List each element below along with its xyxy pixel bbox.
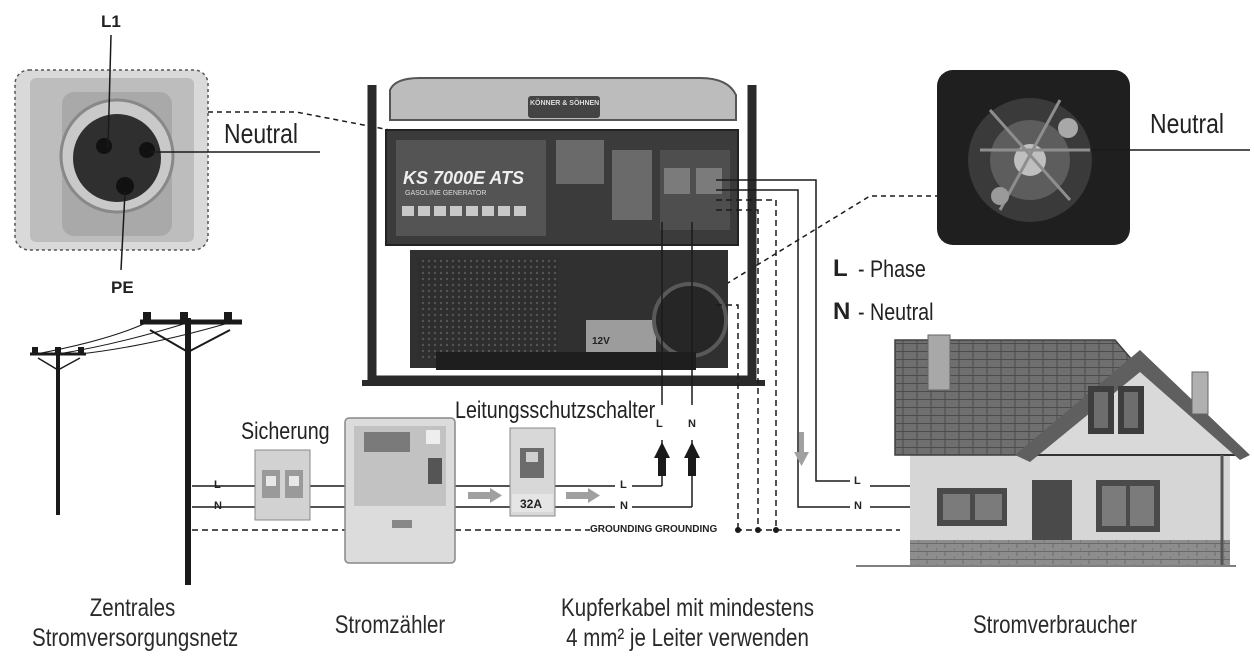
- caption-cable-line1: Kupferkabel mit mindestens: [561, 594, 814, 622]
- generator: [362, 77, 765, 386]
- circuit-breaker: [509, 427, 556, 517]
- motor-photo: [937, 70, 1130, 245]
- grounding-label: GROUNDING GROUNDING: [590, 524, 718, 535]
- generator-subtitle: GASOLINE GENERATOR: [405, 190, 487, 197]
- electricity-meter: [344, 417, 456, 564]
- generator-brand: KÖNNER & SÖHNEN: [530, 100, 600, 107]
- legend-n-key: N: [833, 298, 851, 325]
- line-n-house: N: [854, 500, 862, 512]
- breaker-rating: 32A: [520, 497, 543, 511]
- fuse-box: [254, 449, 311, 521]
- caption-consumer: Stromverbraucher: [972, 611, 1138, 639]
- caption-grid-line1: Zentrales: [89, 594, 176, 622]
- caption-grid: Zentrales Stromversorgungsnetz: [32, 593, 239, 653]
- line-n-mid: N: [620, 500, 628, 512]
- generator-model: KS 7000E ATS: [403, 168, 525, 188]
- flow-arrows: [468, 432, 809, 503]
- line-l-gen: L: [656, 418, 663, 430]
- legend-n-text: - Neutral: [858, 299, 934, 326]
- socket-leader-lines: [107, 34, 320, 271]
- generator-brand-logo: [528, 96, 600, 118]
- line-l-mid: L: [620, 479, 627, 491]
- legend-l-text: - Phase: [858, 256, 926, 283]
- line-n-gen: N: [688, 418, 696, 430]
- caption-grid-line2: Stromversorgungsnetz: [32, 624, 239, 652]
- power-poles: [30, 312, 242, 585]
- line-n-left: N: [214, 500, 222, 512]
- legend-l-key: L: [833, 255, 848, 282]
- grounding-dots: [735, 527, 779, 533]
- socket-photo: [14, 69, 209, 251]
- neutral-right-label: Neutral: [1150, 108, 1225, 139]
- pe-label: PE: [111, 278, 134, 297]
- neutral-left-label: Neutral: [224, 118, 299, 149]
- leitungsschutzschalter-label: Leitungsschutzschalter: [455, 397, 656, 424]
- l1-label: L1: [101, 12, 121, 31]
- grounding-lines: [192, 199, 900, 531]
- sicherung-label: Sicherung: [241, 418, 330, 445]
- line-l-house: L: [854, 475, 861, 487]
- battery-label: 12V: [592, 336, 610, 347]
- generator-input-arrows: [654, 442, 700, 476]
- house: [856, 334, 1250, 567]
- line-l-left: L: [214, 479, 221, 491]
- caption-cable-line2: 4 mm² je Leiter verwenden: [566, 624, 809, 652]
- caption-cable: Kupferkabel mit mindestens 4 mm² je Leit…: [550, 593, 825, 653]
- caption-meter: Stromzähler: [334, 611, 446, 639]
